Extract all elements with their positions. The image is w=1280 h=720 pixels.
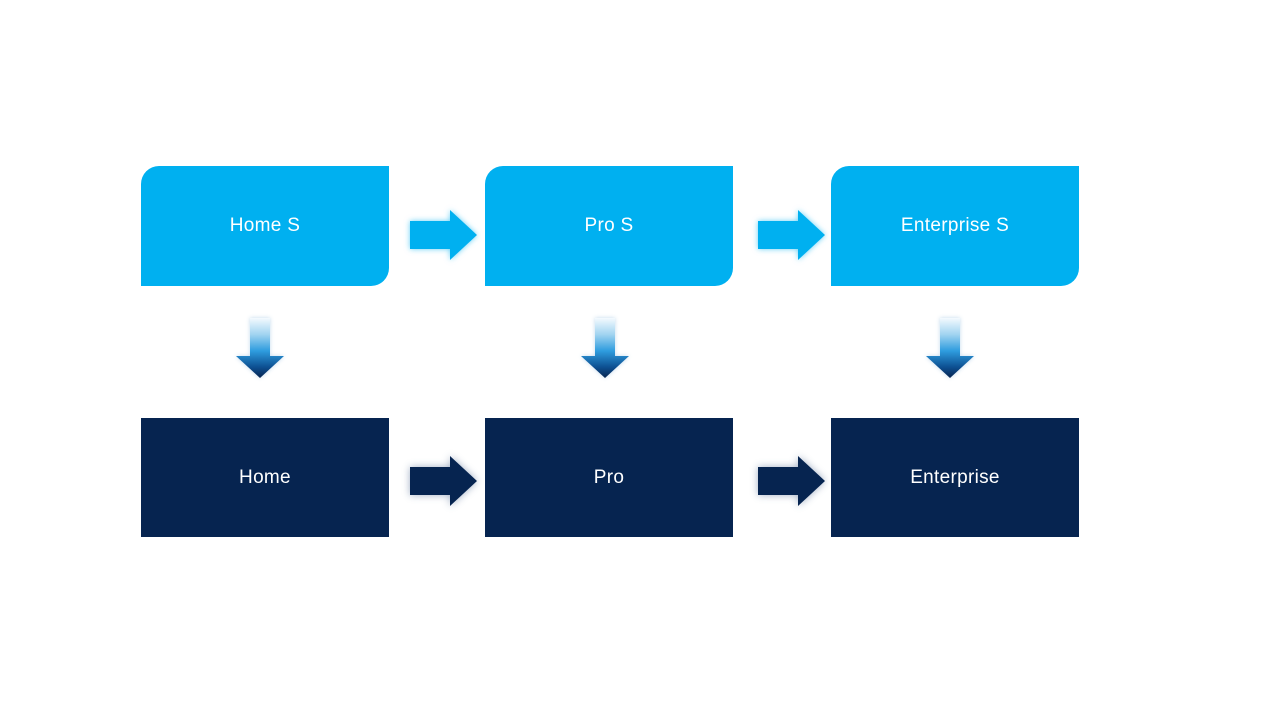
node-enterprise: Enterprise (831, 418, 1079, 537)
right-arrow-icon-top-2 (758, 210, 825, 260)
node-enterprise-s: Enterprise S (831, 166, 1079, 286)
node-home: Home (141, 418, 389, 537)
right-arrow-icon-bottom-2 (758, 456, 825, 506)
down-arrow-icon-1 (236, 318, 284, 378)
node-label: Enterprise S (900, 215, 1010, 236)
right-arrow-icon-bottom-1 (410, 456, 477, 506)
down-arrow-icon-2 (581, 318, 629, 378)
node-label: Pro S (584, 215, 634, 236)
right-arrow-icon-top-1 (410, 210, 477, 260)
node-pro-s: Pro S (485, 166, 733, 286)
node-label: Pro (593, 466, 625, 488)
node-label: Home (239, 466, 291, 488)
node-home-s: Home S (141, 166, 389, 286)
node-pro: Pro (485, 418, 733, 537)
down-arrow-icon-3 (926, 318, 974, 378)
node-label: Home S (229, 215, 301, 236)
node-label: Enterprise (910, 466, 1000, 488)
